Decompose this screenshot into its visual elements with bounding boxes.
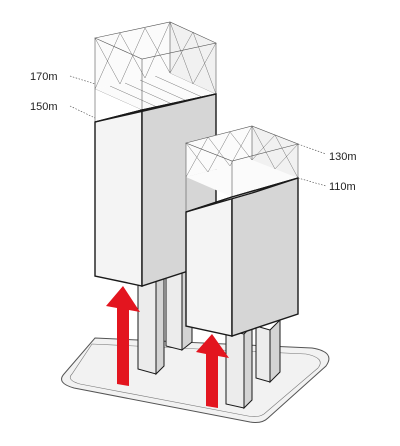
up-arrow-icon	[196, 334, 229, 408]
tower-a-cores	[137, 260, 193, 376]
level-leaders	[69, 75, 327, 187]
tower-b-cores	[225, 318, 281, 410]
ground-plate	[61, 337, 330, 423]
level-label-130m: 130m	[329, 151, 357, 163]
level-label-110m: 110m	[329, 181, 356, 193]
tower-b-upper-envelope	[185, 125, 299, 212]
tower-a-upper-envelope	[94, 21, 217, 122]
level-label-170m: 170m	[30, 71, 58, 83]
tower-b-volume	[185, 177, 299, 337]
level-label-150m: 150m	[30, 101, 58, 113]
up-arrow-icon	[106, 286, 140, 386]
